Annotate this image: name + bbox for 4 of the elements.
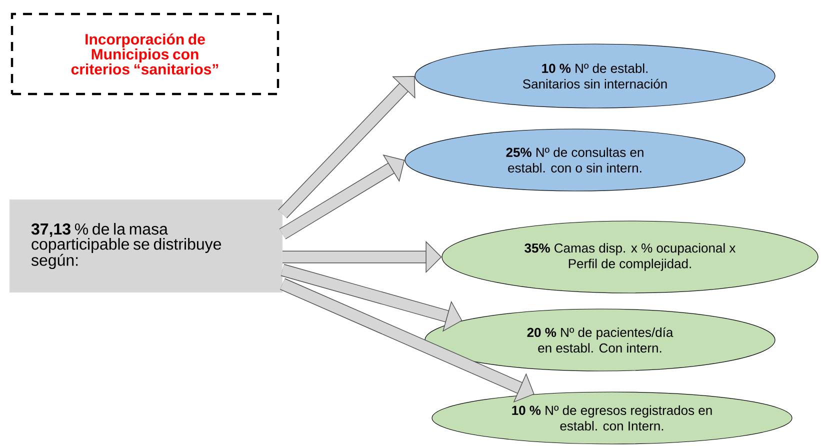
block-arrow — [278, 76, 416, 218]
text-box: 37,13 % de la masa coparticipable se distribuye según: — [10, 200, 282, 292]
block-arrow — [279, 154, 405, 240]
title-box: Incorporación de Municipios con criterios “sanitarios” — [10, 12, 280, 96]
